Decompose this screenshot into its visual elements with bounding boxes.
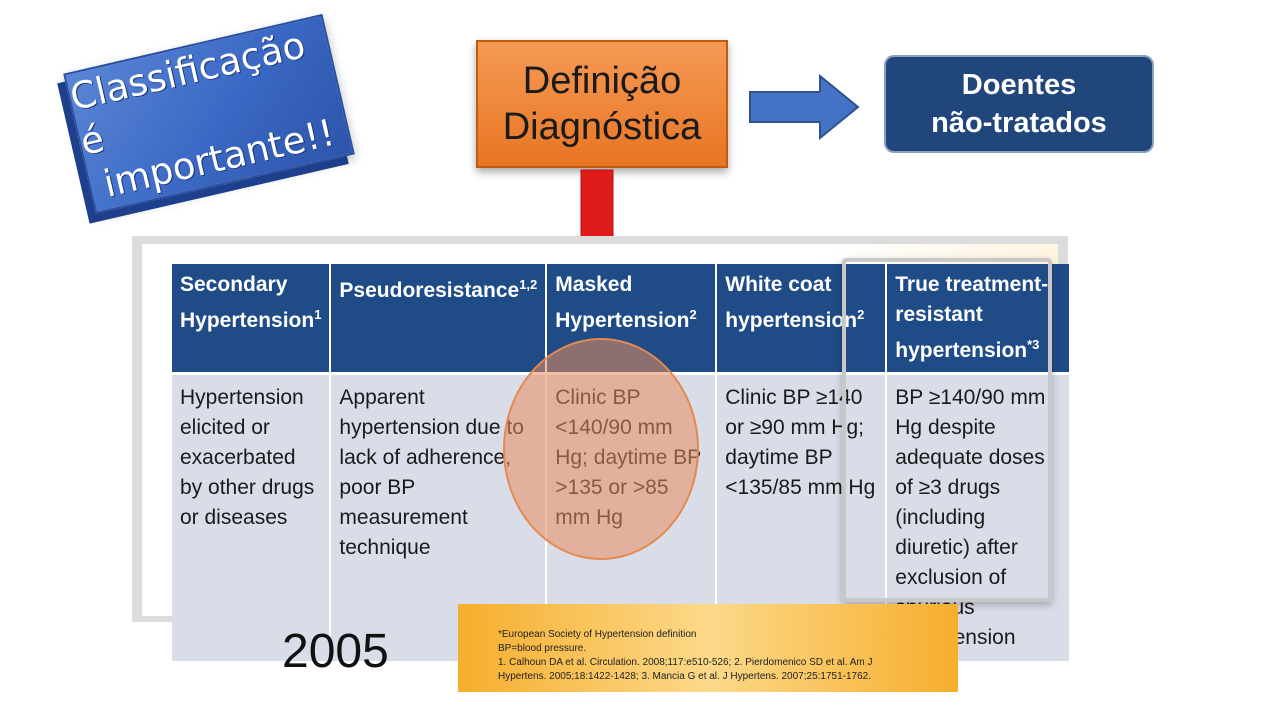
right-arrow-icon <box>749 74 860 140</box>
header-secondary-hypertension: Secondary Hypertension1 <box>172 264 332 374</box>
untreated-patients-box: Doentes não-tratados <box>884 55 1154 153</box>
cell-secondary-hypertension: Hypertension elicited or exacerbated by … <box>172 372 332 661</box>
table-header-row: Secondary Hypertension1 Pseudoresistance… <box>172 264 1070 374</box>
header-pseudoresistance: Pseudoresistance1,2 <box>330 264 548 374</box>
reference-line: BP=blood pressure. <box>498 643 587 654</box>
doentes-line-1: Doentes <box>961 69 1077 101</box>
definition-box: Definição Diagnóstica <box>476 40 728 168</box>
header-true-resistant-hypertension: True treatment-resistant hypertension*3 <box>886 264 1070 374</box>
hypertension-classification-table: Secondary Hypertension1 Pseudoresistance… <box>172 264 1070 661</box>
definition-line-1: Definição <box>522 60 682 102</box>
year-label: 2005 <box>282 625 389 678</box>
reference-line: *European Society of Hypertension defini… <box>498 629 697 640</box>
reference-line: Hypertens. 2005;18:1422-1428; 3. Mancia … <box>498 671 872 682</box>
header-masked-hypertension: Masked Hypertension2 <box>546 264 718 374</box>
reference-line: 1. Calhoun DA et al. Circulation. 2008;1… <box>498 657 873 668</box>
definition-line-2: Diagnóstica <box>502 106 702 148</box>
references-box: *European Society of Hypertension defini… <box>458 604 958 692</box>
doentes-line-2: não-tratados <box>931 107 1107 139</box>
classification-callout: Classificação é importante!! <box>63 13 355 215</box>
header-white-coat-hypertension: White coat hypertension2 <box>716 264 888 374</box>
